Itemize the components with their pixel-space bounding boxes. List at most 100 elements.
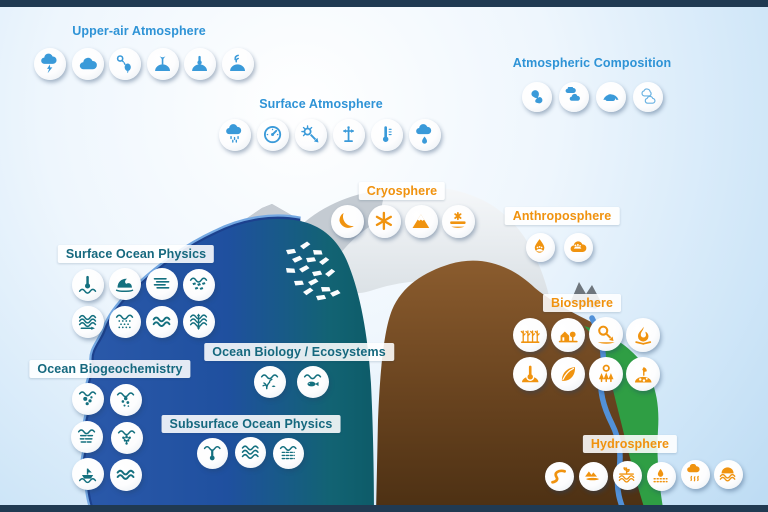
earth-thermometer-icon[interactable] bbox=[184, 48, 216, 80]
soil-carbon-icon-glyph bbox=[634, 366, 652, 383]
wind-vane-icon[interactable] bbox=[333, 119, 365, 151]
oxygen-bubbles-icon[interactable] bbox=[110, 384, 142, 416]
sea-temperature-icon-glyph bbox=[79, 276, 97, 295]
radiosonde-balloon-icon-glyph bbox=[117, 55, 132, 74]
soil-carbon-icon[interactable] bbox=[626, 357, 660, 391]
upper-air-atmosphere-label: Upper-air Atmosphere bbox=[72, 24, 206, 38]
pressure-gauge-icon-glyph bbox=[264, 126, 282, 144]
cryosphere-label: Cryosphere bbox=[358, 182, 446, 200]
sea-level-icon[interactable] bbox=[146, 306, 178, 338]
water-layers-icon[interactable] bbox=[234, 436, 266, 468]
atmospheric-composition-label: Atmospheric Composition bbox=[512, 56, 672, 70]
ghg-outline-icon[interactable] bbox=[633, 82, 663, 112]
cloud-icon[interactable] bbox=[72, 48, 104, 80]
fish-icon[interactable] bbox=[297, 366, 329, 398]
ship-track-icon[interactable] bbox=[72, 458, 104, 490]
ice-cap-mountain-icon-glyph bbox=[412, 214, 430, 229]
ozone-dome-icon[interactable] bbox=[596, 82, 626, 112]
river bbox=[589, 315, 628, 512]
snow-cover-icon-glyph bbox=[450, 212, 466, 228]
sea-state-icon-glyph bbox=[116, 279, 134, 293]
carbonate-molecules-icon-glyph bbox=[118, 430, 136, 446]
inorganic-carbon-icon-glyph bbox=[79, 391, 97, 406]
snow-cover-icon[interactable] bbox=[441, 204, 475, 238]
soil-moisture-icon-glyph bbox=[653, 469, 669, 483]
groundwater-icon[interactable] bbox=[612, 460, 642, 490]
ocean-biogeochemistry-label: Ocean Biogeochemistry bbox=[29, 360, 191, 378]
forest-sun-icon[interactable] bbox=[589, 357, 623, 391]
aerosol-clouds-icon[interactable] bbox=[559, 82, 589, 112]
ocean-biology-ecosystems-label: Ocean Biology / Ecosystems bbox=[204, 343, 394, 361]
anthroposphere-label: Anthroposphere bbox=[504, 207, 620, 225]
lake-icon-glyph bbox=[585, 471, 600, 481]
heat-flux-icon[interactable] bbox=[183, 306, 215, 338]
land-cover-icon[interactable] bbox=[551, 318, 585, 352]
earth-wind-icon[interactable] bbox=[222, 48, 254, 80]
hydrosphere-label: Hydrosphere bbox=[582, 435, 678, 453]
albedo-icon[interactable] bbox=[589, 317, 623, 351]
inorganic-carbon-icon[interactable] bbox=[72, 383, 104, 415]
river-icon[interactable] bbox=[544, 461, 574, 491]
plankton-icon[interactable] bbox=[254, 366, 286, 398]
albedo-icon-glyph bbox=[597, 325, 615, 344]
water-table-icon-glyph bbox=[720, 467, 736, 482]
sea-surface-stress-icon[interactable] bbox=[146, 268, 178, 300]
sea-ice-icon[interactable] bbox=[183, 269, 215, 301]
oxygen-bubbles-icon-glyph bbox=[117, 392, 135, 408]
river-icon-glyph bbox=[551, 469, 567, 485]
sea-state-icon[interactable] bbox=[109, 268, 141, 300]
precipitation-cloud-icon[interactable] bbox=[219, 119, 251, 151]
earth-thermometer-icon-glyph bbox=[192, 56, 208, 72]
soil-moisture-icon[interactable] bbox=[646, 461, 676, 491]
precipitation-cloud-icon-glyph bbox=[226, 124, 242, 144]
glacier-icon[interactable] bbox=[330, 204, 364, 238]
sea-level-icon-glyph bbox=[153, 317, 171, 328]
nutrients-icon-glyph bbox=[78, 429, 96, 444]
humidity-cloud-icon[interactable] bbox=[409, 119, 441, 151]
sea-surface-salinity-icon[interactable] bbox=[109, 306, 141, 338]
radiation-sun-icon[interactable] bbox=[295, 119, 327, 151]
pressure-gauge-icon[interactable] bbox=[257, 119, 289, 151]
thermometer-icon[interactable] bbox=[371, 119, 403, 151]
evaporation-icon-glyph bbox=[687, 464, 700, 482]
sea-surface-stress-icon-glyph bbox=[154, 278, 170, 290]
surface-waves-icon-glyph bbox=[117, 470, 135, 481]
wind-vane-icon-glyph bbox=[343, 126, 355, 143]
snowflake-icon[interactable] bbox=[367, 204, 401, 238]
subsurface-temperature-icon-glyph bbox=[203, 445, 221, 461]
forest-sun-icon-glyph bbox=[598, 364, 614, 382]
earth-antenna-icon-glyph bbox=[155, 56, 171, 72]
thermometer-icon-glyph bbox=[383, 126, 393, 143]
leaf-icon[interactable] bbox=[551, 357, 585, 391]
subsurface-current-icon[interactable] bbox=[272, 437, 304, 469]
leaf-icon-glyph bbox=[561, 366, 575, 381]
water-use-drop-icon-glyph bbox=[535, 239, 545, 254]
ice-cap-mountain-icon[interactable] bbox=[404, 204, 438, 238]
subsurface-temperature-icon[interactable] bbox=[196, 437, 228, 469]
molecule-blobs-icon[interactable] bbox=[522, 82, 552, 112]
water-table-icon[interactable] bbox=[713, 459, 743, 489]
nutrients-icon[interactable] bbox=[71, 421, 103, 453]
biosphere-label: Biosphere bbox=[542, 294, 622, 312]
surface-waves-icon[interactable] bbox=[110, 459, 142, 491]
subsurface-ocean-physics-label: Subsurface Ocean Physics bbox=[161, 415, 341, 433]
radiosonde-balloon-icon[interactable] bbox=[109, 48, 141, 80]
fire-icon[interactable] bbox=[626, 318, 660, 352]
top-border-bar bbox=[0, 0, 768, 7]
crops-icon[interactable] bbox=[513, 318, 547, 352]
emission-cloud-icon-glyph bbox=[571, 241, 587, 253]
water-use-drop-icon[interactable] bbox=[525, 232, 555, 262]
fish-icon-glyph bbox=[304, 374, 322, 387]
emission-cloud-icon[interactable] bbox=[563, 232, 593, 262]
sea-temperature-icon[interactable] bbox=[72, 269, 104, 301]
soil-temperature-icon[interactable] bbox=[513, 357, 547, 391]
carbonate-molecules-icon[interactable] bbox=[111, 422, 143, 454]
evaporation-icon[interactable] bbox=[680, 459, 710, 489]
glacier-icon-glyph bbox=[339, 213, 354, 229]
land-cover-icon-glyph bbox=[558, 331, 578, 343]
surface-current-icon[interactable] bbox=[72, 306, 104, 338]
cloud-lightning-icon[interactable] bbox=[34, 48, 66, 80]
lake-icon[interactable] bbox=[578, 461, 608, 491]
earth-antenna-icon[interactable] bbox=[147, 48, 179, 80]
